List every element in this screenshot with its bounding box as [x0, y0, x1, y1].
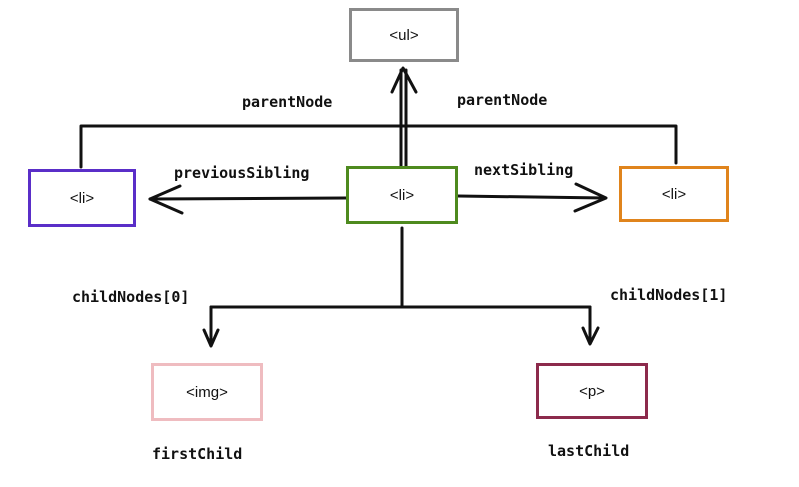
parent-node-bracket	[79, 124, 678, 169]
li-current-node: <li>	[346, 166, 458, 224]
last-child-label: lastChild	[548, 442, 630, 460]
child-nodes-0-label: childNodes[0]	[72, 288, 190, 306]
parent-node-label-left: parentNode	[242, 93, 333, 111]
previous-sibling-label: previousSibling	[174, 164, 310, 182]
ul-node: <ul>	[349, 8, 459, 62]
child-nodes-0-arrow-head	[202, 328, 220, 348]
li-previous-node: <li>	[28, 169, 136, 227]
previous-sibling-arrow-shaft	[148, 196, 348, 201]
child-nodes-1-label: childNodes[1]	[610, 286, 728, 304]
next-sibling-label: nextSibling	[474, 161, 574, 179]
img-node: <img>	[151, 363, 263, 421]
parent-node-arrow-head	[390, 66, 418, 94]
first-child-label: firstChild	[152, 445, 243, 463]
next-sibling-arrow-head	[573, 182, 608, 213]
parent-node-label-right: parentNode	[457, 91, 548, 109]
p-node: <p>	[536, 363, 648, 419]
li-next-node: <li>	[619, 166, 729, 222]
next-sibling-arrow-shaft	[456, 194, 607, 200]
child-nodes-1-arrow-head	[581, 326, 600, 346]
previous-sibling-arrow-head	[148, 184, 184, 215]
